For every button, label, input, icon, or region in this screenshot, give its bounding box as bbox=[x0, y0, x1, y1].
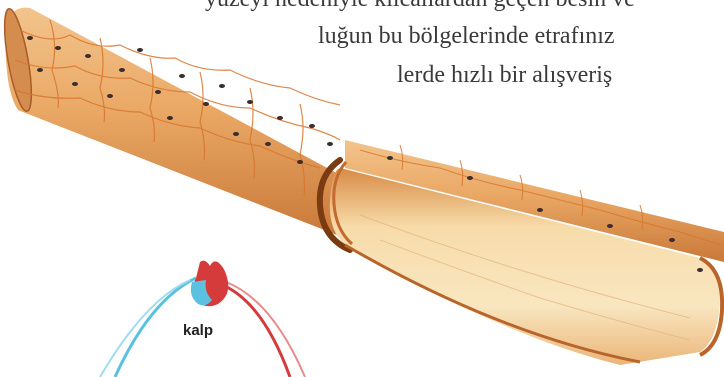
capillary-tube bbox=[0, 7, 724, 365]
heart-diagram bbox=[100, 261, 305, 377]
heart-label: kalp bbox=[183, 322, 213, 339]
